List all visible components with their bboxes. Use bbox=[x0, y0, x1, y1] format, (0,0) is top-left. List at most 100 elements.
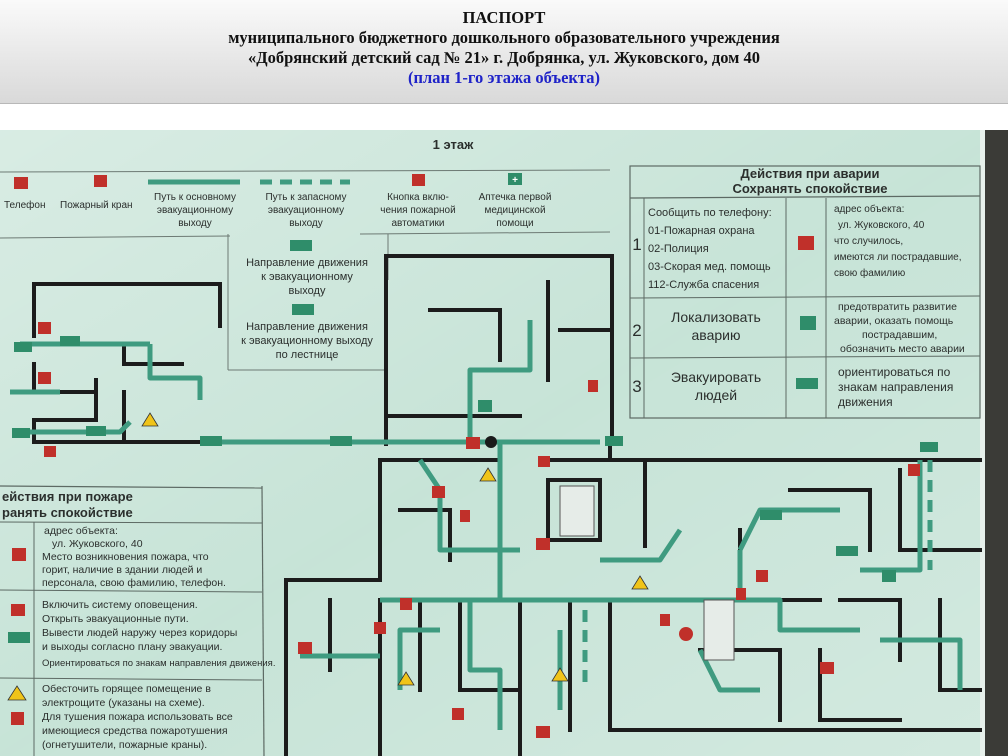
step-3: 3 bbox=[632, 377, 641, 396]
fire-subtitle: ранять спокойствие bbox=[2, 505, 133, 520]
staircase bbox=[703, 599, 735, 661]
alarm-button-icon bbox=[412, 174, 425, 186]
page-header: ПАСПОРТ муниципального бюджетного дошкол… bbox=[0, 0, 1008, 104]
alarm-button-icon bbox=[298, 642, 312, 654]
fire-c-4: имеющиеся средства пожаротушения bbox=[42, 725, 228, 737]
legend-dir-exit-3: выходу bbox=[289, 285, 326, 297]
fire-c-3: Для тушения пожара использовать все bbox=[42, 711, 233, 723]
electric-hazard-icon bbox=[479, 467, 497, 482]
legend-alarm-3: автоматики bbox=[391, 218, 444, 229]
first-aid-icon bbox=[508, 173, 522, 185]
exit-sign-icon bbox=[12, 428, 30, 438]
staircase bbox=[559, 485, 595, 537]
legend-dir-stairs-2: к эвакуационному выходу bbox=[241, 335, 373, 347]
addr-line-1: адрес объекта: bbox=[834, 203, 904, 215]
institution-line: муниципального бюджетного дошкольного об… bbox=[228, 28, 780, 47]
exit-direction-sign bbox=[8, 632, 30, 643]
first-aid-icon bbox=[882, 570, 896, 582]
exit-sign-icon bbox=[760, 510, 782, 520]
legend-main-exit-2: эвакуационному bbox=[157, 205, 233, 216]
electric-hazard-icon bbox=[7, 685, 27, 701]
fire-hose-icon bbox=[400, 598, 412, 610]
extinguisher-icon bbox=[460, 510, 470, 522]
addr-line-4: имеются ли пострадавшие, bbox=[834, 252, 962, 263]
call-line-2: 01-Пожарная охрана bbox=[648, 225, 755, 237]
accident-title: Действия при аварии bbox=[740, 166, 879, 181]
extinguisher-icon bbox=[660, 614, 670, 626]
orient-line-2: знакам направления bbox=[838, 380, 953, 394]
exit-sign-icon bbox=[86, 426, 106, 436]
orient-line-3: движения bbox=[838, 395, 893, 409]
fire-c-5: (огнетушители, пожарные краны). bbox=[42, 739, 207, 751]
extinguisher-icon bbox=[11, 712, 24, 725]
first-aid-icon bbox=[478, 400, 492, 412]
phone-icon bbox=[536, 726, 550, 738]
addr-line-5: свою фамилию bbox=[834, 267, 906, 279]
plan-subtitle: (план 1-го этажа объекта) bbox=[408, 68, 600, 87]
orient-line-1: ориентироваться по bbox=[838, 365, 951, 379]
phone-icon bbox=[536, 538, 550, 550]
legend-main-exit-3: выходу bbox=[178, 218, 212, 229]
frame-right bbox=[984, 130, 1008, 756]
alarm-button-icon bbox=[466, 437, 480, 449]
stairs-direction-sign bbox=[292, 304, 314, 315]
phone-icon bbox=[798, 236, 814, 250]
accident-actions-panel: Действия при аварии Сохранять спокойстви… bbox=[629, 165, 981, 419]
electric-hazard-icon bbox=[551, 667, 569, 682]
fire-b-4: и выходы согласно плану эвакуации. bbox=[42, 641, 222, 653]
evac-line-2: людей bbox=[695, 387, 737, 403]
call-line-5: 112-Служба спасения bbox=[648, 279, 759, 291]
legend-alarm-1: Кнопка вклю- bbox=[387, 192, 449, 203]
evacuation-plan-board: 1 этаж Телефон Пожарный кран Путь к осно… bbox=[0, 130, 1008, 756]
fire-b-3: Вывести людей наружу через коридоры bbox=[42, 627, 237, 639]
prevent-line-3: пострадавшим, bbox=[862, 329, 937, 341]
phone-icon bbox=[12, 548, 26, 561]
prevent-line-4: обозначить место аварии bbox=[840, 343, 965, 355]
fire-title: ействия при пожаре bbox=[2, 489, 133, 504]
fire-hose-icon bbox=[94, 175, 107, 187]
legend: Телефон Пожарный кран Путь к основному э… bbox=[0, 169, 611, 371]
exit-sign-icon bbox=[605, 436, 623, 446]
floor-title: 1 этаж bbox=[433, 137, 474, 152]
fire-hose-icon bbox=[452, 708, 464, 720]
legend-spare-exit-3: выходу bbox=[289, 218, 323, 229]
alarm-button-icon bbox=[11, 604, 25, 616]
alarm-button-icon bbox=[679, 627, 693, 641]
frame-edge bbox=[980, 130, 985, 756]
addr-line-2: ул. Жуковского, 40 bbox=[838, 220, 925, 231]
accident-subtitle: Сохранять спокойствие bbox=[733, 181, 888, 196]
fire-hose-icon bbox=[38, 322, 51, 334]
call-line-1: Сообщить по телефону: bbox=[648, 207, 772, 219]
evac-line-1: Эвакуировать bbox=[671, 369, 761, 385]
prevent-line-1: предотвратить развитие bbox=[838, 301, 957, 313]
legend-phone: Телефон bbox=[4, 199, 45, 211]
fire-a-5: персонала, свою фамилию, телефон. bbox=[42, 577, 226, 589]
addr-line-3: что случилось, bbox=[834, 236, 903, 247]
prevent-line-2: аварии, оказать помощь bbox=[834, 315, 954, 327]
phone-icon bbox=[432, 486, 445, 498]
localize-line-1: Локализовать bbox=[671, 309, 761, 325]
exit-sign-icon bbox=[330, 436, 352, 446]
legend-spare-exit-1: Путь к запасному bbox=[265, 192, 346, 203]
fire-b-2: Открыть эвакуационные пути. bbox=[42, 613, 189, 625]
fire-a-2: ул. Жуковского, 40 bbox=[52, 538, 143, 550]
fire-c-1: Обесточить горящее помещение в bbox=[42, 683, 211, 695]
legend-first-aid-1: Аптечка первой bbox=[479, 192, 552, 203]
step-2: 2 bbox=[632, 321, 641, 340]
fire-hose-icon bbox=[756, 570, 768, 582]
legend-spare-exit-2: эвакуационному bbox=[268, 205, 344, 216]
fire-b-5: Ориентироваться по знакам направления дв… bbox=[42, 658, 275, 669]
legend-dir-stairs-3: по лестнице bbox=[276, 349, 339, 361]
exit-sign-icon bbox=[60, 336, 80, 346]
plan-drawing: 1 этаж Телефон Пожарный кран Путь к осно… bbox=[0, 130, 1008, 756]
electric-hazard-icon bbox=[631, 575, 649, 590]
emergency-point-icon bbox=[485, 436, 497, 448]
fire-actions-panel: ействия при пожаре ранять спокойствие ад… bbox=[0, 485, 275, 756]
phone-icon bbox=[820, 662, 834, 674]
fire-a-4: горит, наличие в здании людей и bbox=[42, 564, 202, 576]
fire-a-1: адрес объекта: bbox=[44, 525, 118, 537]
evacuation-plan-photo: 1 этаж Телефон Пожарный кран Путь к осно… bbox=[0, 130, 1008, 756]
call-line-4: 03-Скорая мед. помощь bbox=[648, 261, 771, 273]
first-aid-icon bbox=[800, 316, 816, 330]
legend-first-aid-3: помощи bbox=[496, 218, 533, 229]
